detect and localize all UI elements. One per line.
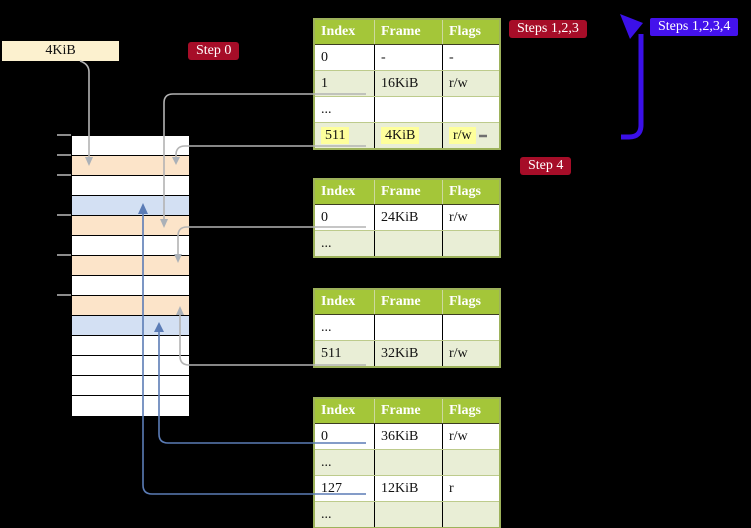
page-table-4: Index Frame Flags 0 36KiB r/w ... 127 12… xyxy=(313,397,501,528)
cell-flags: r/w xyxy=(442,122,500,149)
memory-tick xyxy=(57,174,71,176)
memory-tick xyxy=(57,134,71,136)
cell-flags: - xyxy=(442,44,500,71)
cell-index: 1 xyxy=(314,70,375,97)
cell-index: ... xyxy=(314,314,375,341)
column-header-frame: Frame xyxy=(374,289,443,315)
loop-arrow-steps xyxy=(620,14,644,140)
cell-flags xyxy=(442,449,500,476)
table-row: ... xyxy=(314,449,500,476)
cell-index: 511 xyxy=(314,122,375,149)
table-header-row: Index Frame Flags xyxy=(314,289,500,315)
badge-step-4: Step 4 xyxy=(520,157,572,175)
highlight: 4KiB xyxy=(381,126,420,144)
memory-tick xyxy=(57,254,71,256)
cell-flags: r/w xyxy=(442,423,500,450)
cell-index: 0 xyxy=(314,423,375,450)
badge-step-0: Step 0 xyxy=(188,42,240,60)
cell-frame xyxy=(374,96,443,123)
table-header-row: Index Frame Flags xyxy=(314,398,500,424)
column-header-flags: Flags xyxy=(442,398,500,424)
table-row: ... xyxy=(314,314,500,341)
memory-row-orange xyxy=(72,256,189,276)
cell-index: 0 xyxy=(314,44,375,71)
cell-flags: r/w xyxy=(442,204,500,231)
page-table-3: Index Frame Flags ... 511 32KiB r/w xyxy=(313,288,501,368)
cell-frame: - xyxy=(374,44,443,71)
memory-row-white xyxy=(72,136,189,156)
memory-row-blue xyxy=(72,196,189,216)
column-header-index: Index xyxy=(314,179,375,205)
memory-tick xyxy=(57,214,71,216)
column-header-flags: Flags xyxy=(442,289,500,315)
column-header-index: Index xyxy=(314,289,375,315)
table-header-row: Index Frame Flags xyxy=(314,19,500,45)
memory-row-white xyxy=(72,276,189,296)
cell-frame: 12KiB xyxy=(374,475,443,502)
column-header-frame: Frame xyxy=(374,179,443,205)
memory-row-white xyxy=(72,336,189,356)
page-table-2: Index Frame Flags 0 24KiB r/w ... xyxy=(313,178,501,258)
cell-index: ... xyxy=(314,449,375,476)
cell-flags xyxy=(442,501,500,528)
cell-index: 511 xyxy=(314,340,375,367)
table-row: ... xyxy=(314,230,500,257)
memory-row-white xyxy=(72,356,189,376)
highlight: 511 xyxy=(321,126,350,144)
column-header-index: Index xyxy=(314,398,375,424)
cell-frame: 16KiB xyxy=(374,70,443,97)
badge-steps-1-2-3-4: Steps 1,2,3,4 xyxy=(650,18,739,36)
memory-row-white xyxy=(72,376,189,396)
column-header-flags: Flags xyxy=(442,179,500,205)
table-row: ... xyxy=(314,501,500,528)
table-row: 0 - - xyxy=(314,44,500,71)
cell-flags: r xyxy=(442,475,500,502)
cell-flags: r/w xyxy=(442,340,500,367)
table-row: 0 36KiB r/w xyxy=(314,423,500,450)
table-header-row: Index Frame Flags xyxy=(314,179,500,205)
memory-tick xyxy=(57,294,71,296)
cell-flags xyxy=(442,314,500,341)
highlight: r/w xyxy=(449,126,476,144)
cell-flags xyxy=(442,230,500,257)
page-table-1: Index Frame Flags 0 - - 1 16KiB r/w ... … xyxy=(313,18,501,150)
badge-steps-1-2-3: Steps 1,2,3 xyxy=(509,20,587,38)
memory-row-orange xyxy=(72,156,189,176)
memory-tick xyxy=(57,154,71,156)
cell-frame xyxy=(374,314,443,341)
table-row: 0 24KiB r/w xyxy=(314,204,500,231)
table-row: 127 12KiB r xyxy=(314,475,500,502)
memory-row-white xyxy=(72,396,189,416)
cell-frame xyxy=(374,449,443,476)
frame-size-label: 4KiB xyxy=(2,41,119,61)
memory-column xyxy=(71,135,190,416)
cell-index: 0 xyxy=(314,204,375,231)
column-header-frame: Frame xyxy=(374,398,443,424)
cell-flags: r/w xyxy=(442,70,500,97)
column-header-flags: Flags xyxy=(442,19,500,45)
column-header-frame: Frame xyxy=(374,19,443,45)
cell-frame xyxy=(374,230,443,257)
table-row: ... xyxy=(314,96,500,123)
column-header-index: Index xyxy=(314,19,375,45)
cell-frame: 24KiB xyxy=(374,204,443,231)
memory-row-orange xyxy=(72,216,189,236)
cell-index: ... xyxy=(314,230,375,257)
cell-frame: 36KiB xyxy=(374,423,443,450)
cell-index: ... xyxy=(314,501,375,528)
cell-frame: 32KiB xyxy=(374,340,443,367)
memory-row-white xyxy=(72,236,189,256)
memory-row-orange xyxy=(72,296,189,316)
memory-row-blue xyxy=(72,316,189,336)
cell-index: 127 xyxy=(314,475,375,502)
cell-flags xyxy=(442,96,500,123)
cell-frame xyxy=(374,501,443,528)
memory-row-white xyxy=(72,176,189,196)
table-row-highlighted: 511 4KiB r/w xyxy=(314,122,500,149)
cell-frame: 4KiB xyxy=(374,122,443,149)
cell-index: ... xyxy=(314,96,375,123)
table-row: 511 32KiB r/w xyxy=(314,340,500,367)
table-row: 1 16KiB r/w xyxy=(314,70,500,97)
